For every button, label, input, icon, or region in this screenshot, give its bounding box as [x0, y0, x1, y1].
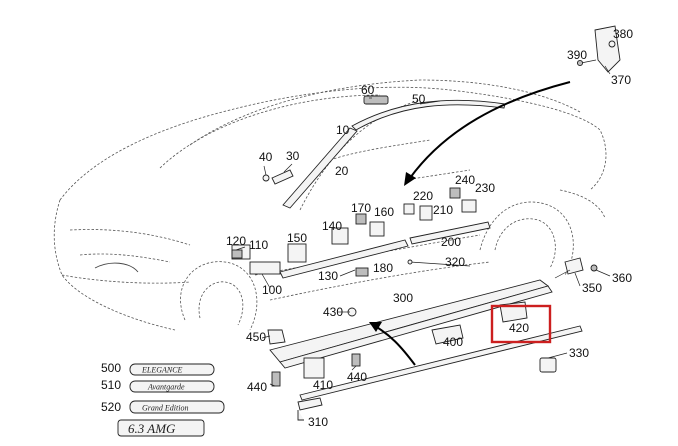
callout-10: 10: [336, 123, 350, 137]
callout-450: 450: [246, 330, 266, 344]
highlight-box-420: [490, 304, 552, 344]
door-moulding-130: [279, 239, 409, 279]
clip-240: [449, 187, 461, 199]
bracket-400: [431, 324, 464, 345]
clip-100: [249, 261, 281, 275]
rear-bracket-group: [576, 25, 621, 73]
arrow-to-door: [409, 81, 571, 179]
door-moulding-200: [409, 221, 491, 245]
a-pillar-trim: [282, 127, 358, 209]
callout-400: 400: [443, 335, 463, 349]
badge-avantgarde: [129, 380, 215, 393]
callout-300: 300: [393, 291, 413, 305]
callout-30: 30: [286, 149, 300, 163]
callout-60: 60: [361, 83, 375, 97]
callout-370: 370: [611, 73, 631, 87]
clip-450: [267, 329, 286, 345]
callout-360: 360: [612, 271, 632, 285]
clip-210: [419, 205, 433, 221]
screw-390: [576, 59, 584, 67]
callout-labels: 10 20 30 40 50 60 100 110 120 130 140 15…: [101, 27, 633, 429]
callout-20: 20: [335, 164, 349, 178]
end-hook-310: [297, 410, 304, 421]
arrow-to-350: [554, 269, 571, 279]
callout-320: 320: [445, 255, 465, 269]
callout-240: 240: [455, 173, 475, 187]
callout-130: 130: [318, 269, 338, 283]
callout-230: 230: [475, 181, 495, 195]
car-outline: [53, 79, 607, 331]
clip-170: [355, 213, 367, 225]
leader-lines: [235, 65, 611, 387]
nut-380: [608, 40, 616, 48]
roof-trim-parts: [262, 95, 506, 209]
callout-420: 420: [509, 321, 529, 335]
screw-40: [262, 174, 270, 182]
callout-520: 520: [101, 400, 121, 414]
callout-210: 210: [433, 203, 453, 217]
clip-120: [231, 249, 243, 259]
door-side-parts: [231, 187, 491, 279]
clip-440-lower: [271, 371, 281, 387]
badge-elegance: [129, 363, 215, 376]
clip-230: [461, 199, 477, 213]
sill-panel-lower: [279, 285, 553, 369]
arrow-head-door: [404, 172, 416, 186]
badge-amg: [117, 419, 205, 437]
wire-320-end: [407, 259, 413, 265]
callout-440-upper: 440: [347, 370, 367, 384]
callout-140: 140: [322, 219, 342, 233]
callout-390: 390: [567, 48, 587, 62]
roof-trim-strip: [351, 99, 506, 131]
callout-430: 430: [323, 305, 343, 319]
arrow-to-sill: [374, 325, 416, 366]
clip-410: [303, 357, 325, 379]
callout-380: 380: [613, 27, 633, 41]
roof-clip-60: [363, 95, 389, 105]
badge-grand-edition-text: Grand Edition: [142, 404, 188, 413]
callout-510: 510: [101, 378, 121, 392]
end-cap-330: [539, 357, 557, 373]
badge-grand-edition: [129, 400, 225, 414]
callout-160: 160: [374, 205, 394, 219]
end-cap-310: [297, 397, 323, 411]
clip-160: [369, 221, 385, 237]
screw-360: [590, 264, 598, 272]
sill-strip-330: [299, 325, 583, 401]
callout-440-lower: 440: [247, 380, 267, 394]
clip-180: [355, 267, 369, 277]
callout-330: 330: [569, 346, 589, 360]
callout-110: 110: [249, 238, 268, 252]
badge-amg-text: 6.3 AMG: [128, 421, 176, 436]
badge-avantgarde-text: Avantgarde: [147, 383, 185, 392]
badge-elegance-text: ELEGANCE: [141, 366, 183, 375]
bracket-370: [594, 25, 621, 73]
clip-220: [403, 203, 415, 215]
callout-150: 150: [287, 231, 307, 245]
assembly-arrows: [369, 81, 571, 366]
arrow-head-sill: [369, 322, 382, 332]
callout-410: 410: [313, 378, 333, 392]
callout-100: 100: [262, 283, 282, 297]
clip-30: [271, 169, 294, 185]
callout-180: 180: [373, 261, 393, 275]
badge-group: ELEGANCE Avantgarde Grand Edition 6.3 AM…: [117, 363, 225, 437]
callout-500: 500: [101, 361, 121, 375]
callout-220: 220: [413, 189, 433, 203]
callout-50: 50: [412, 92, 426, 106]
clip-140: [331, 227, 349, 245]
clip-150: [287, 243, 307, 263]
callout-120: 120: [226, 234, 246, 248]
callout-350: 350: [582, 281, 602, 295]
callout-170: 170: [351, 201, 371, 215]
clip-440-upper: [351, 353, 361, 367]
callout-40: 40: [259, 150, 273, 164]
callout-200: 200: [441, 235, 461, 249]
callout-310: 310: [308, 415, 328, 429]
